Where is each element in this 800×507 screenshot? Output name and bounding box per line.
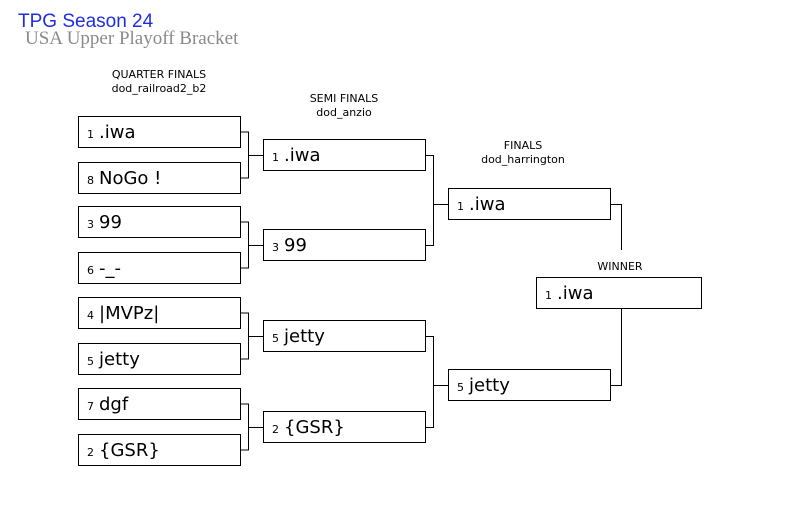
team-name: .iwa [469, 193, 506, 215]
quarter-finals-map: dod_railroad2_b2 [111, 82, 207, 95]
team-name: -_- [99, 257, 121, 279]
team-name: 99 [99, 211, 122, 233]
team-name: jetty [284, 325, 325, 347]
connector-f-winner-top [610, 204, 622, 250]
finals-map: dod_harrington [481, 153, 565, 166]
qf-slot-4: 6 -_- [78, 252, 241, 284]
qf-slot-3: 3 99 [78, 206, 241, 238]
seed-number: 7 [87, 399, 94, 413]
qf-slot-1: 1 .iwa [78, 116, 241, 148]
sf-slot-1: 1 .iwa [263, 139, 426, 171]
sf-slot-4: 2 {GSR} [263, 411, 426, 443]
semi-finals-map: dod_anzio [316, 106, 372, 119]
seed-number: 4 [87, 308, 94, 322]
seed-number: 2 [87, 445, 94, 459]
sf-slot-3: 5 jetty [263, 320, 426, 352]
team-name: {GSR} [99, 439, 160, 461]
qf-slot-2: 8 NoGo ! [78, 162, 241, 194]
connector-sf2-f2 [425, 336, 434, 428]
connector-f-winner-bottom [610, 308, 622, 386]
winner-label: WINNER [560, 260, 680, 274]
seed-number: 1 [87, 127, 94, 141]
seed-number: 5 [272, 331, 279, 345]
team-name: |MVPz| [99, 302, 160, 324]
team-name: {GSR} [284, 416, 345, 438]
connector-qf3-sf3 [240, 312, 249, 360]
qf-slot-7: 7 dgf [78, 388, 241, 420]
finals-title: FINALS [503, 139, 543, 152]
page-subtitle: USA Upper Playoff Bracket [25, 28, 239, 49]
connector-qf1-sf1 [240, 131, 249, 179]
sf-slot-2: 3 99 [263, 229, 426, 261]
seed-number: 1 [545, 288, 552, 302]
team-name: 99 [284, 234, 307, 256]
seed-number: 8 [87, 173, 94, 187]
finals-label: FINALS dod_harrington [447, 139, 599, 167]
quarter-finals-label: QUARTER FINALS dod_railroad2_b2 [78, 68, 240, 96]
connector-sf1-f1 [425, 155, 434, 246]
qf-slot-5: 4 |MVPz| [78, 297, 241, 329]
seed-number: 1 [457, 199, 464, 213]
final-slot-2: 5 jetty [448, 369, 611, 401]
connector-qf2-sf2 [240, 221, 249, 269]
seed-number: 6 [87, 263, 94, 277]
semi-finals-label: SEMI FINALS dod_anzio [263, 92, 425, 120]
seed-number: 5 [87, 354, 94, 368]
page-title: TPG Season 24 [18, 11, 154, 32]
seed-number: 3 [272, 240, 279, 254]
team-name: dgf [99, 393, 129, 415]
team-name: NoGo ! [99, 167, 162, 189]
team-name: jetty [99, 348, 140, 370]
team-name: .iwa [284, 144, 321, 166]
qf-slot-8: 2 {GSR} [78, 434, 241, 466]
seed-number: 5 [457, 380, 464, 394]
team-name: .iwa [557, 282, 594, 304]
winner-title: WINNER [597, 260, 643, 273]
seed-number: 3 [87, 217, 94, 231]
winner-slot: 1 .iwa [536, 277, 702, 309]
team-name: jetty [469, 374, 510, 396]
connector-qf4-sf4 [240, 403, 249, 451]
final-slot-1: 1 .iwa [448, 188, 611, 220]
qf-slot-6: 5 jetty [78, 343, 241, 375]
quarter-finals-title: QUARTER FINALS [111, 68, 207, 81]
semi-finals-title: SEMI FINALS [309, 92, 379, 105]
seed-number: 1 [272, 150, 279, 164]
team-name: .iwa [99, 121, 136, 143]
seed-number: 2 [272, 422, 279, 436]
